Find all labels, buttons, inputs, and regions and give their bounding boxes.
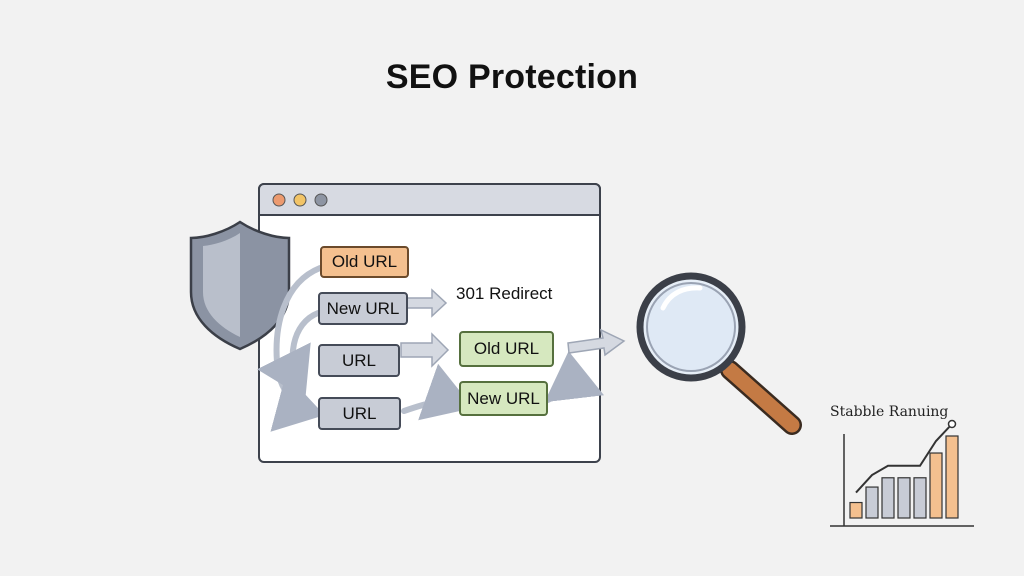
chart-bar <box>929 452 943 519</box>
chart-bar <box>849 501 863 519</box>
chart-bar <box>865 486 879 519</box>
chart-bar <box>913 477 927 519</box>
url-box: URL <box>318 397 401 430</box>
chart-bar <box>897 477 911 519</box>
ranking-chart <box>830 419 974 527</box>
magnifying-glass-icon <box>636 272 802 435</box>
chart-bar <box>881 477 895 519</box>
flow-block-arrows <box>400 288 626 368</box>
new-url-box-redirected: New URL <box>459 381 548 416</box>
page-title: SEO Protection <box>385 58 639 96</box>
window-minimize-dot[interactable] <box>293 193 307 207</box>
chart-bar <box>945 435 959 519</box>
new-url-box: New URL <box>318 292 408 325</box>
old-url-box-redirected: Old URL <box>459 331 554 367</box>
old-url-box: Old URL <box>320 246 409 278</box>
window-maximize-dot[interactable] <box>314 193 328 207</box>
chart-trend-line <box>855 423 953 494</box>
chart-trend-point <box>947 419 957 429</box>
url-box: URL <box>318 344 400 377</box>
shield-icon <box>189 220 291 351</box>
redirect-label: 301 Redirect <box>456 284 553 303</box>
browser-window <box>258 183 601 463</box>
window-close-dot[interactable] <box>272 193 286 207</box>
chart-title: Stabble Ranuing <box>830 404 949 420</box>
